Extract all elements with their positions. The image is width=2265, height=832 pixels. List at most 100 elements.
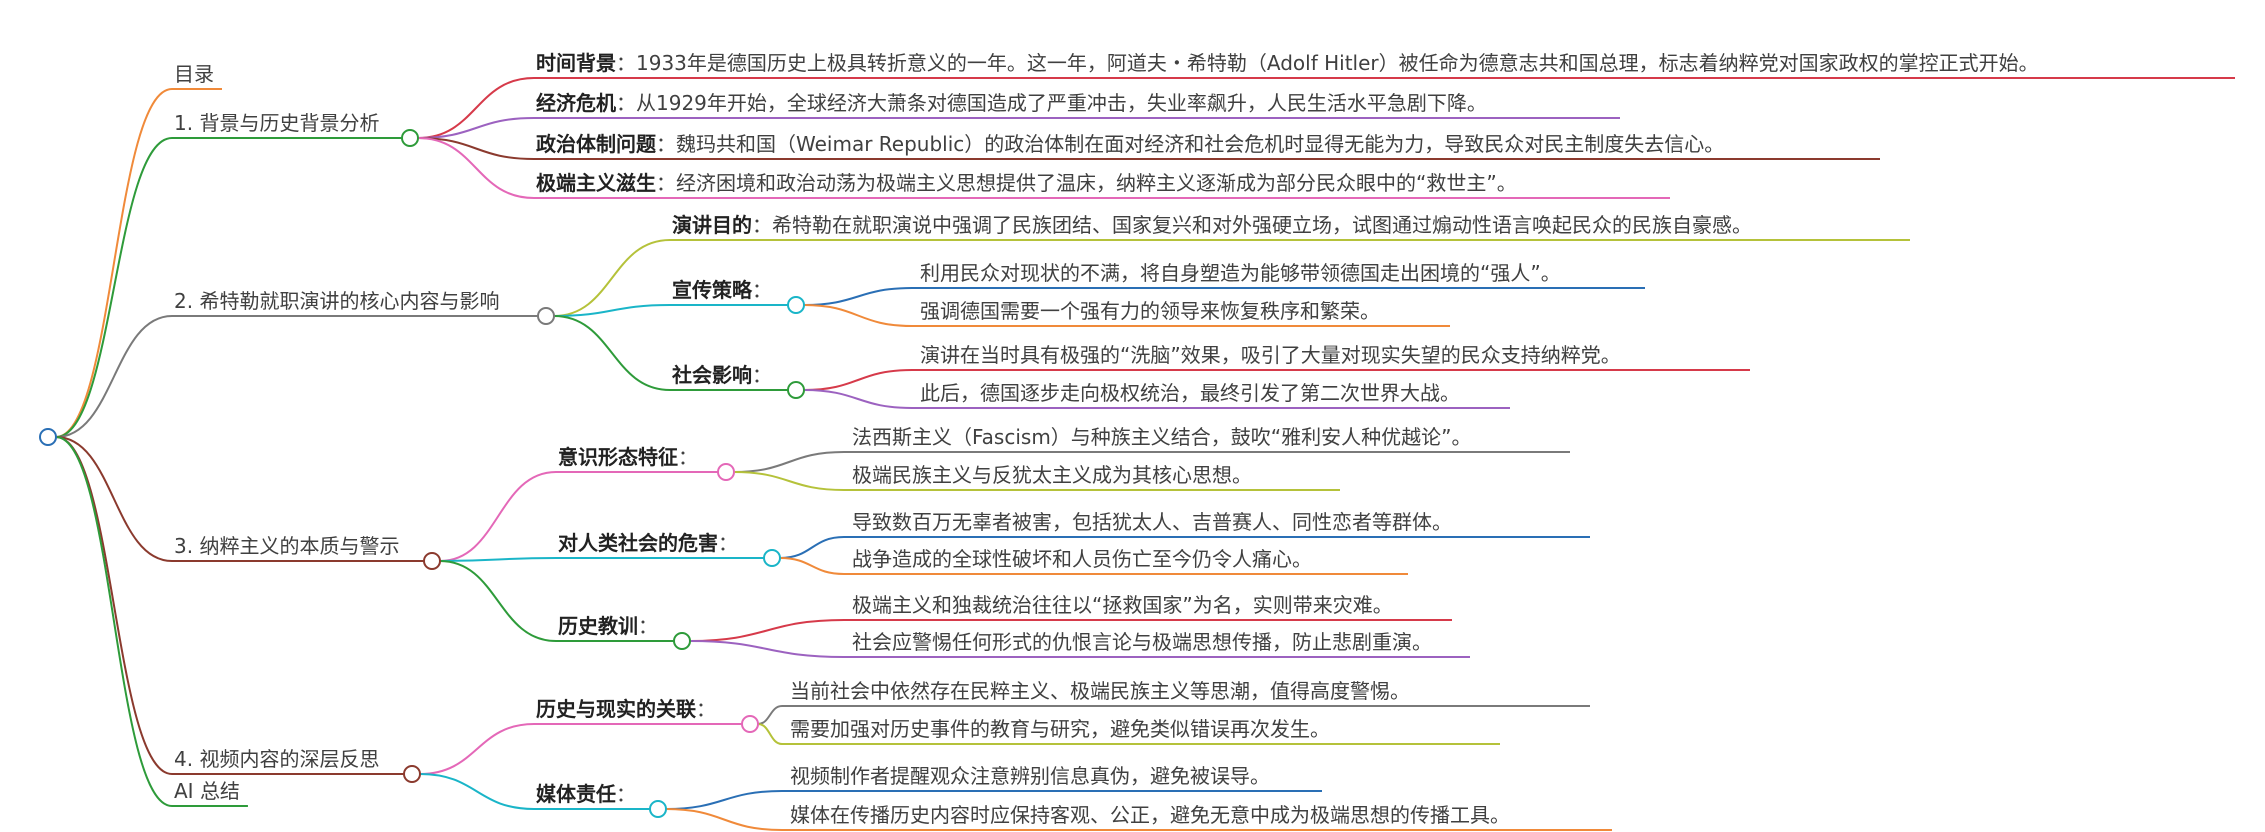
branch-text: ： <box>678 445 698 469</box>
section-label: 2. 希特勒就职演讲的核心内容与影响 <box>174 289 499 313</box>
branch-node-circle[interactable] <box>763 549 781 567</box>
leaf-edge <box>689 640 845 658</box>
leaf-edge <box>803 389 913 409</box>
branch-node: 经济危机：从1929年开始，全球经济大萧条对德国造成了严重冲击，失业率飙升，人民… <box>536 91 1487 115</box>
section-node[interactable] <box>403 765 421 783</box>
branch-node-circle[interactable] <box>787 296 805 314</box>
leaf-text: 极端主义和独裁统治往往以“拯救国家”为名，实则带来灾难。 <box>852 593 1393 617</box>
branch-title: 对人类社会的危害 <box>558 531 718 555</box>
section-edge <box>55 315 173 438</box>
leaf-edge <box>757 705 783 725</box>
leaf-edge <box>803 287 913 306</box>
leaf-text: 需要加强对历史事件的教育与研究，避免类似错误再次发生。 <box>790 717 1330 741</box>
branch-edge <box>419 723 535 775</box>
section-node[interactable] <box>401 129 419 147</box>
leaf-edge <box>689 619 845 642</box>
section-label: 1. 背景与历史背景分析 <box>174 111 379 135</box>
branch-node-circle[interactable] <box>673 632 691 650</box>
section-edge <box>55 436 173 807</box>
branch-title: 社会影响 <box>671 363 752 387</box>
branch-edge <box>417 137 535 199</box>
branch-title: 历史教训 <box>558 614 638 638</box>
branch-edge <box>417 117 535 139</box>
branch-edge <box>439 557 557 562</box>
section-edge <box>55 436 173 562</box>
branch-node: 极端主义滋生：经济困境和政治动荡为极端主义思想提供了温床，纳粹主义逐渐成为部分民… <box>536 171 1517 195</box>
branch-node-circle[interactable] <box>741 715 759 733</box>
branch-edge <box>553 239 671 317</box>
branch-edge <box>419 773 535 810</box>
branch-node: 意识形态特征： <box>558 445 698 469</box>
section-label: 3. 纳粹主义的本质与警示 <box>174 534 399 558</box>
branch-node: 媒体责任： <box>536 782 636 806</box>
branch-text: ： <box>752 278 772 302</box>
leaf-edge <box>779 536 845 559</box>
leaf-edge <box>665 790 783 810</box>
leaf-edge <box>733 471 845 491</box>
leaf-text: 社会应警惕任何形式的仇恨言论与极端思想传播，防止悲剧重演。 <box>852 630 1432 654</box>
branch-node: 社会影响： <box>671 363 772 387</box>
branch-text: ： <box>718 531 738 555</box>
branch-node-circle[interactable] <box>787 381 805 399</box>
branch-text: ： <box>752 363 772 387</box>
branch-title: 极端主义滋生 <box>536 171 656 195</box>
branch-title: 宣传策略 <box>672 278 753 302</box>
leaf-text: 视频制作者提醒观众注意辨别信息真伪，避免被误导。 <box>790 764 1270 788</box>
leaf-text: 此后，德国逐步走向极权统治，最终引发了第二次世界大战。 <box>920 381 1460 405</box>
leaf-text: 强调德国需要一个强有力的领导来恢复秩序和繁荣。 <box>920 299 1380 323</box>
branch-title: 经济危机 <box>536 91 616 115</box>
branch-text: ：1933年是德国历史上极具转折意义的一年。这一年，阿道夫・希特勒（Adolf … <box>616 51 2039 75</box>
leaf-edge <box>779 557 845 575</box>
leaf-text: 利用民众对现状的不满，将自身塑造为能够带领德国走出困境的“强人”。 <box>920 261 1561 285</box>
section-edge <box>55 436 173 775</box>
section-label: 4. 视频内容的深层反思 <box>174 747 379 771</box>
branch-edge <box>439 560 557 642</box>
section-edge <box>55 137 173 438</box>
branch-text: ：从1929年开始，全球经济大萧条对德国造成了严重冲击，失业率飙升，人民生活水平… <box>616 91 1487 115</box>
branch-title: 政治体制问题 <box>536 132 657 156</box>
section-node[interactable] <box>423 552 441 570</box>
section-node[interactable] <box>537 307 555 325</box>
leaf-text: 媒体在传播历史内容时应保持客观、公正，避免无意中成为极端思想的传播工具。 <box>790 803 1510 827</box>
branch-edge <box>553 304 671 317</box>
leaf-text: 极端民族主义与反犹太主义成为其核心思想。 <box>852 463 1252 487</box>
section-label: AI 总结 <box>174 779 240 803</box>
branch-node: 对人类社会的危害： <box>558 531 738 555</box>
branch-title: 历史与现实的关联 <box>536 697 696 721</box>
leaf-text: 法西斯主义（Fascism）与种族主义结合，鼓吹“雅利安人种优越论”。 <box>852 425 1472 449</box>
branch-node: 宣传策略： <box>672 278 772 302</box>
branch-text: ：魏玛共和国（Weimar Republic）的政治体制在面对经济和社会危机时显… <box>656 132 1724 156</box>
branch-title: 媒体责任 <box>536 782 616 806</box>
leaf-edge <box>733 451 845 473</box>
branch-text: ：希特勒在就职演说中强调了民族团结、国家复兴和对外强硬立场，试图通过煽动性语言唤… <box>752 213 1752 237</box>
root-node[interactable] <box>39 428 57 446</box>
branch-title: 意识形态特征 <box>558 445 678 469</box>
branch-text: ： <box>638 614 658 638</box>
leaf-text: 演讲在当时具有极强的“洗脑”效果，吸引了大量对现实失望的民众支持纳粹党。 <box>920 343 1621 367</box>
section-label: 目录 <box>174 62 214 86</box>
branch-text: ： <box>696 697 716 721</box>
branch-node: 时间背景：1933年是德国历史上极具转折意义的一年。这一年，阿道夫・希特勒（Ad… <box>536 51 2039 75</box>
branch-node: 政治体制问题：魏玛共和国（Weimar Republic）的政治体制在面对经济和… <box>536 132 1724 156</box>
branch-node: 演讲目的：希特勒在就职演说中强调了民族团结、国家复兴和对外强硬立场，试图通过煽动… <box>672 213 1752 237</box>
branch-node-circle[interactable] <box>717 463 735 481</box>
branch-text: ：经济困境和政治动荡为极端主义思想提供了温床，纳粹主义逐渐成为部分民众眼中的“救… <box>656 171 1517 195</box>
branch-node: 历史与现实的关联： <box>536 697 716 721</box>
leaf-edge <box>803 369 913 391</box>
branch-title: 时间背景 <box>536 51 616 75</box>
branch-edge <box>417 77 535 139</box>
branch-edge <box>439 471 557 562</box>
leaf-text: 战争造成的全球性破坏和人员伤亡至今仍令人痛心。 <box>852 547 1312 571</box>
leaf-text: 当前社会中依然存在民粹主义、极端民族主义等思潮，值得高度警惕。 <box>790 679 1410 703</box>
leaf-edge <box>803 304 913 327</box>
branch-title: 演讲目的 <box>672 213 752 237</box>
section-edge <box>55 88 173 438</box>
branch-edge <box>417 137 535 160</box>
leaf-edge <box>665 808 783 831</box>
leaf-edge <box>757 723 783 745</box>
branch-node-circle[interactable] <box>649 800 667 818</box>
leaf-text: 导致数百万无辜者被害，包括犹太人、吉普赛人、同性恋者等群体。 <box>852 510 1452 534</box>
branch-edge <box>553 315 671 391</box>
branch-text: ： <box>616 782 636 806</box>
